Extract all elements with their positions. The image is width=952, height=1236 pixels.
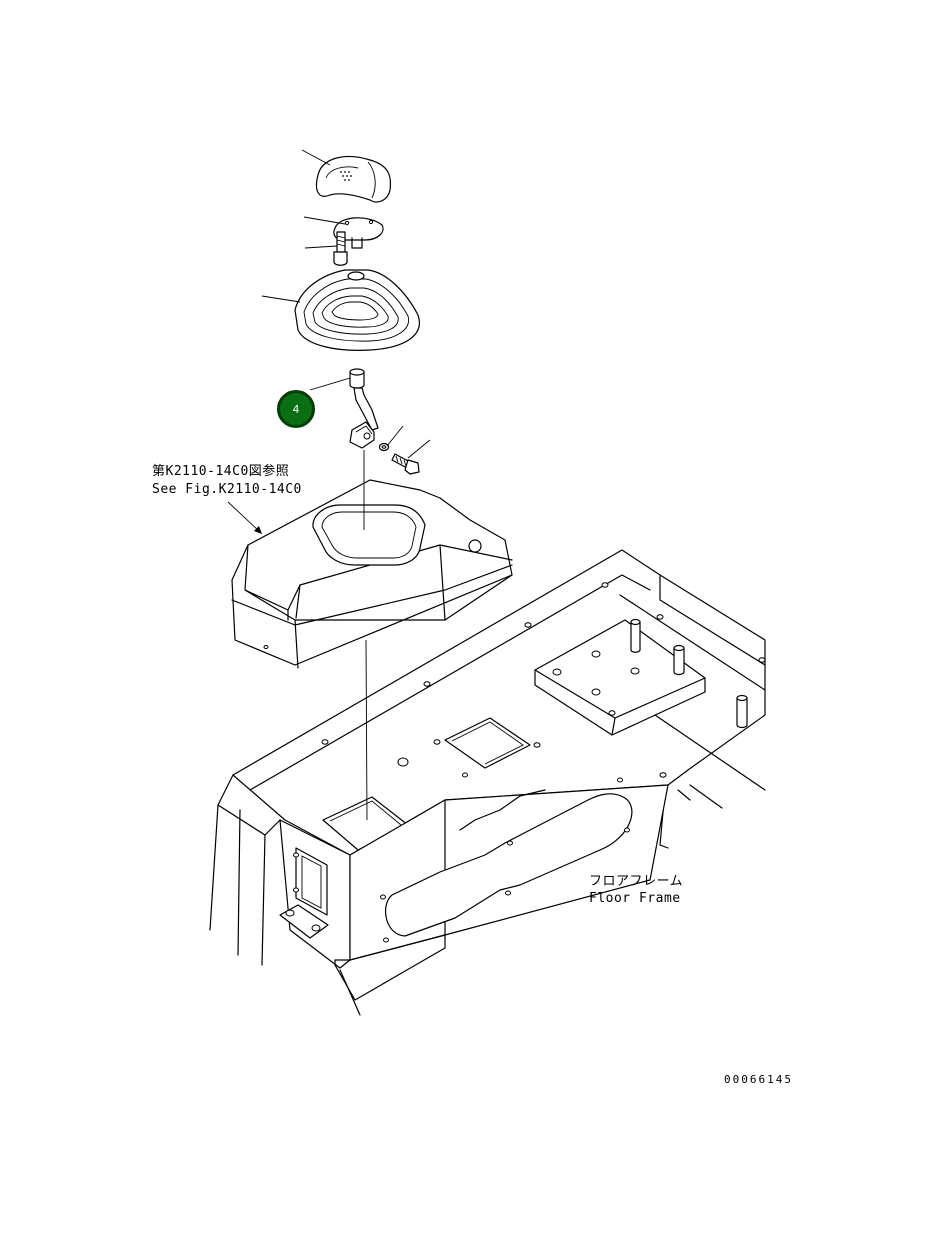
assembly-line [363,450,368,821]
screw [333,231,348,266]
drawing-id: 00066145 [724,1073,793,1086]
floor-frame [209,549,766,1016]
mount-plate [333,217,384,249]
washer [378,442,390,452]
console-cover [231,479,513,669]
lever-boot [294,269,420,351]
part-number-badge[interactable]: 4 [277,390,315,428]
leader-lines [227,149,431,534]
reference-label-jp: 第K2110-14C0図参照 [152,464,290,479]
lever-knob [315,155,392,203]
reference-label-en: See Fig.K2110-14C0 [152,482,302,497]
bolt [391,453,420,475]
floor-frame-label-jp: フロアフレーム [589,874,684,889]
lever-shaft [349,368,379,449]
part-number-label: 4 [292,402,300,416]
floor-frame-label-en: Floor Frame [589,891,681,906]
